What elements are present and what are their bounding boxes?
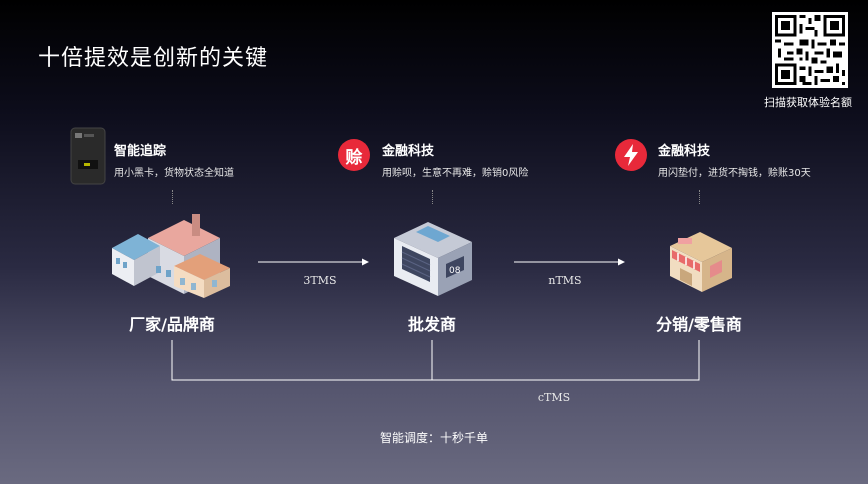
she-badge-icon: 赊	[338, 139, 370, 171]
node-label-retailer: 分销/零售商	[656, 315, 742, 334]
warehouse-icon: 08	[390, 216, 476, 300]
node-label-factory: 厂家/品牌商	[129, 315, 215, 334]
factory-icon	[108, 208, 234, 300]
node-label-wholesaler: 批发商	[407, 315, 456, 334]
feature-tracking: 智能追踪 用小黑卡，货物状态全知道	[114, 140, 234, 179]
connector-dotted	[172, 190, 173, 204]
qr-code-icon	[772, 12, 848, 88]
svg-text:08: 08	[449, 266, 461, 276]
page-title: 十倍提效是创新的关键	[38, 46, 269, 71]
qr-caption: 扫描获取体验名额	[764, 96, 852, 109]
connector-dotted	[699, 190, 700, 204]
footer-text: 智能调度：十秒千单	[379, 431, 488, 445]
badge-char: 赊	[345, 147, 363, 168]
feature-she: 金融科技 用赊呗，生意不再难，赊销0风险	[382, 140, 528, 179]
shop-icon	[666, 226, 736, 296]
feature-desc: 用闪垫付，进货不掏钱，赊账30天	[658, 168, 811, 179]
black-card-device-icon	[70, 127, 106, 185]
feature-title: 金融科技	[382, 144, 435, 159]
feature-title: 金融科技	[658, 144, 711, 159]
edge-label-3tms: 3TMS	[303, 274, 337, 287]
edge-label-ctms: cTMS	[537, 391, 571, 404]
feature-title: 智能追踪	[114, 144, 167, 159]
connector-dotted	[432, 190, 433, 204]
ctms-bracket	[171, 340, 700, 381]
feature-desc: 用赊呗，生意不再难，赊销0风险	[382, 168, 529, 179]
edge-label-ntms: nTMS	[548, 274, 582, 287]
feature-flash: 金融科技 用闪垫付，进货不掏钱，赊账30天	[658, 140, 811, 179]
lightning-badge-icon	[615, 139, 647, 171]
feature-desc: 用小黑卡，货物状态全知道	[114, 168, 234, 179]
